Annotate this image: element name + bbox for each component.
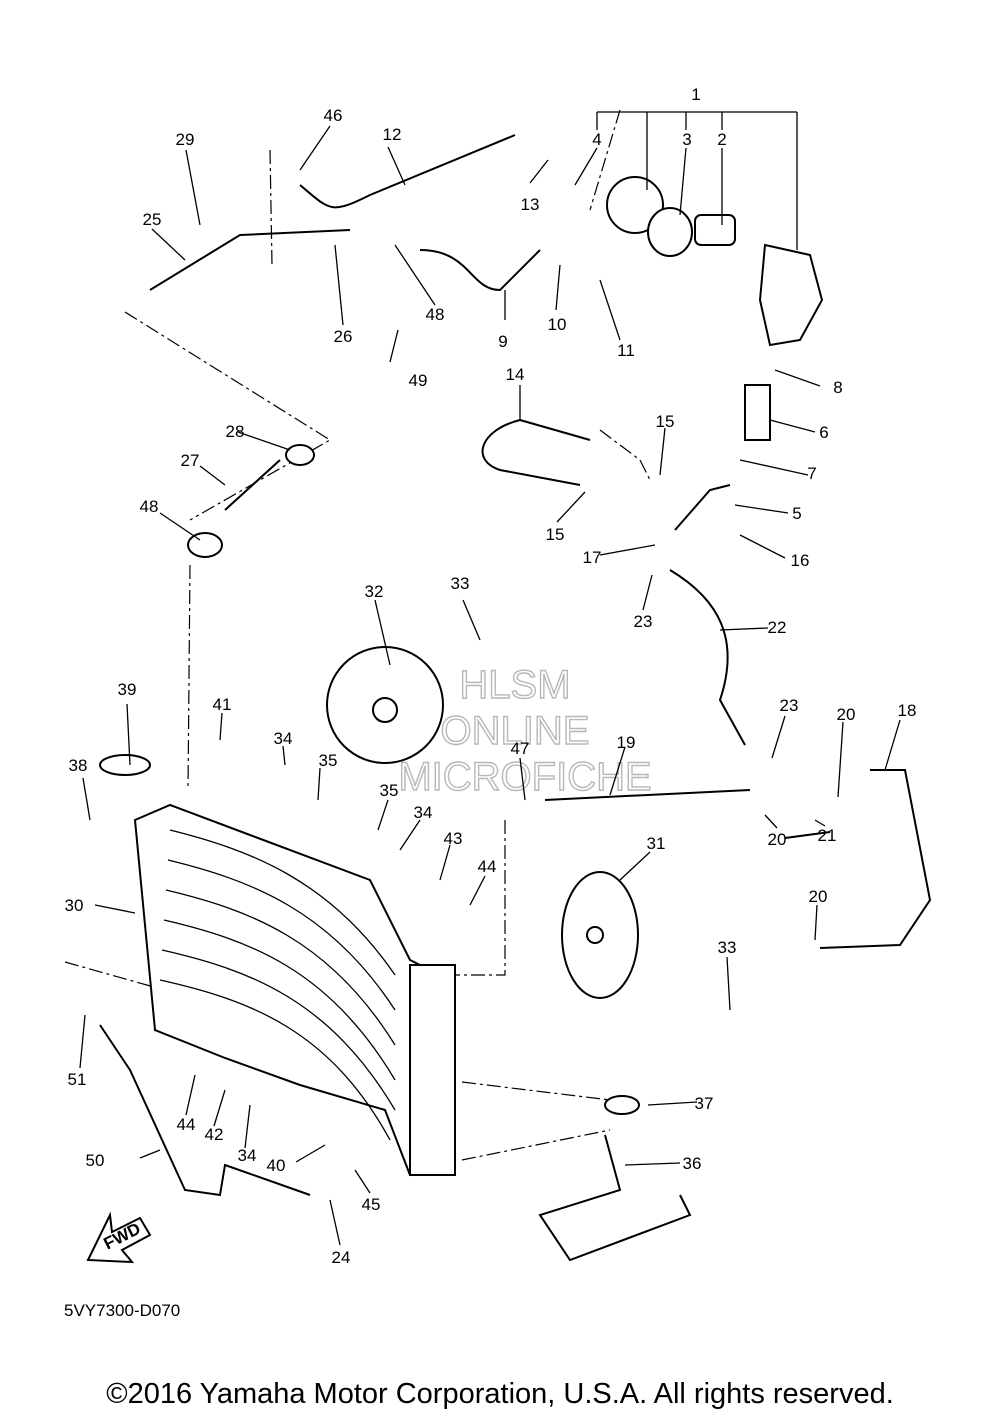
callout-5: 5 — [792, 504, 801, 523]
callout-8: 8 — [833, 378, 842, 397]
callout-20b: 20 — [768, 830, 787, 849]
callout-48b: 48 — [140, 497, 159, 516]
callout-36: 36 — [683, 1154, 702, 1173]
callout-3: 3 — [682, 130, 691, 149]
callout-47: 47 — [511, 739, 530, 758]
watermark-line-3: MICROFICHE — [398, 755, 651, 799]
part-code: 5VY7300-D070 — [64, 1301, 181, 1320]
callout-43: 43 — [444, 829, 463, 848]
callout-24: 24 — [332, 1248, 351, 1267]
callout-14: 14 — [506, 365, 525, 384]
hose-50 — [99, 1024, 311, 1197]
hose-18 — [819, 769, 932, 949]
hose-19 — [544, 789, 751, 801]
callout-15a: 15 — [656, 412, 675, 431]
callout-27: 27 — [181, 451, 200, 470]
leader-lines — [79, 111, 901, 1246]
callout-50: 50 — [86, 1151, 105, 1170]
callout-39: 39 — [118, 680, 137, 699]
callout-15b: 15 — [546, 525, 565, 544]
callout-49: 49 — [409, 371, 428, 390]
clamp-37 — [604, 1095, 640, 1115]
thermostat-housing — [758, 243, 824, 347]
watermark-line-1: HLSM — [459, 663, 570, 707]
callout-34c: 34 — [238, 1146, 257, 1165]
callout-9: 9 — [498, 332, 507, 351]
callout-29: 29 — [176, 130, 195, 149]
callout-44b: 44 — [177, 1115, 196, 1134]
watermark-line-2: ONLINE — [441, 709, 590, 753]
callout-41: 41 — [213, 695, 232, 714]
copyright-notice: ©2016 Yamaha Motor Corporation, U.S.A. A… — [106, 1378, 894, 1410]
callout-34a: 34 — [274, 729, 293, 748]
callout-37: 37 — [695, 1094, 714, 1113]
hose-27 — [224, 459, 281, 511]
hose-9 — [419, 249, 541, 292]
callout-33a: 33 — [451, 574, 470, 593]
pipe-25 — [149, 229, 351, 291]
callout-33b: 33 — [718, 938, 737, 957]
callout-4: 4 — [592, 130, 601, 149]
callout-35a: 35 — [319, 751, 338, 770]
thermostat — [694, 214, 736, 246]
callout-labels: 1 2 3 4 5 6 7 8 9 10 11 12 13 14 15 15 1… — [65, 85, 917, 1267]
callout-13: 13 — [521, 195, 540, 214]
callout-40: 40 — [267, 1156, 286, 1175]
callout-16: 16 — [791, 551, 810, 570]
hose-12 — [299, 134, 516, 209]
callout-21: 21 — [818, 826, 837, 845]
fwd-arrow-icon — [86, 1211, 152, 1264]
callout-20c: 20 — [809, 887, 828, 906]
callout-6: 6 — [819, 423, 828, 442]
callout-51: 51 — [68, 1070, 87, 1089]
part-outlines — [86, 134, 932, 1264]
callout-30: 30 — [65, 896, 84, 915]
callout-12: 12 — [383, 125, 402, 144]
pipe-21 — [784, 831, 831, 839]
callout-20a: 20 — [837, 705, 856, 724]
callout-17: 17 — [583, 548, 602, 567]
callout-42: 42 — [205, 1125, 224, 1144]
callout-38: 38 — [69, 756, 88, 775]
callout-18: 18 — [898, 701, 917, 720]
assembly-guides — [64, 109, 651, 1161]
o-ring — [647, 207, 693, 257]
radiator-cap — [99, 754, 151, 776]
callout-10: 10 — [548, 315, 567, 334]
hose-22 — [669, 569, 746, 746]
clamp-48 — [187, 532, 223, 558]
pipe-6 — [744, 384, 771, 441]
callout-11: 11 — [617, 341, 635, 360]
callout-2: 2 — [717, 130, 726, 149]
hose-36 — [538, 1134, 692, 1262]
callout-35b: 35 — [380, 781, 399, 800]
pipe-5 — [674, 484, 731, 531]
callout-26: 26 — [334, 327, 353, 346]
watermark: HLSM ONLINE MICROFICHE — [398, 662, 653, 799]
callout-7: 7 — [807, 464, 816, 483]
callout-48a: 48 — [426, 305, 445, 324]
callout-25: 25 — [143, 210, 162, 229]
callout-31: 31 — [647, 834, 666, 853]
callout-28: 28 — [226, 422, 245, 441]
callout-32: 32 — [365, 582, 384, 601]
thermostat-cover — [606, 176, 664, 234]
hose-14 — [481, 419, 591, 486]
callout-46: 46 — [324, 106, 343, 125]
callout-23a: 23 — [634, 612, 653, 631]
callout-34b: 34 — [414, 803, 433, 822]
callout-44a: 44 — [478, 857, 497, 876]
callout-23b: 23 — [780, 696, 799, 715]
callout-22: 22 — [768, 618, 787, 637]
clamp-28 — [285, 444, 315, 466]
callout-1: 1 — [691, 85, 700, 104]
callout-19: 19 — [617, 733, 636, 752]
callout-45: 45 — [362, 1195, 381, 1214]
